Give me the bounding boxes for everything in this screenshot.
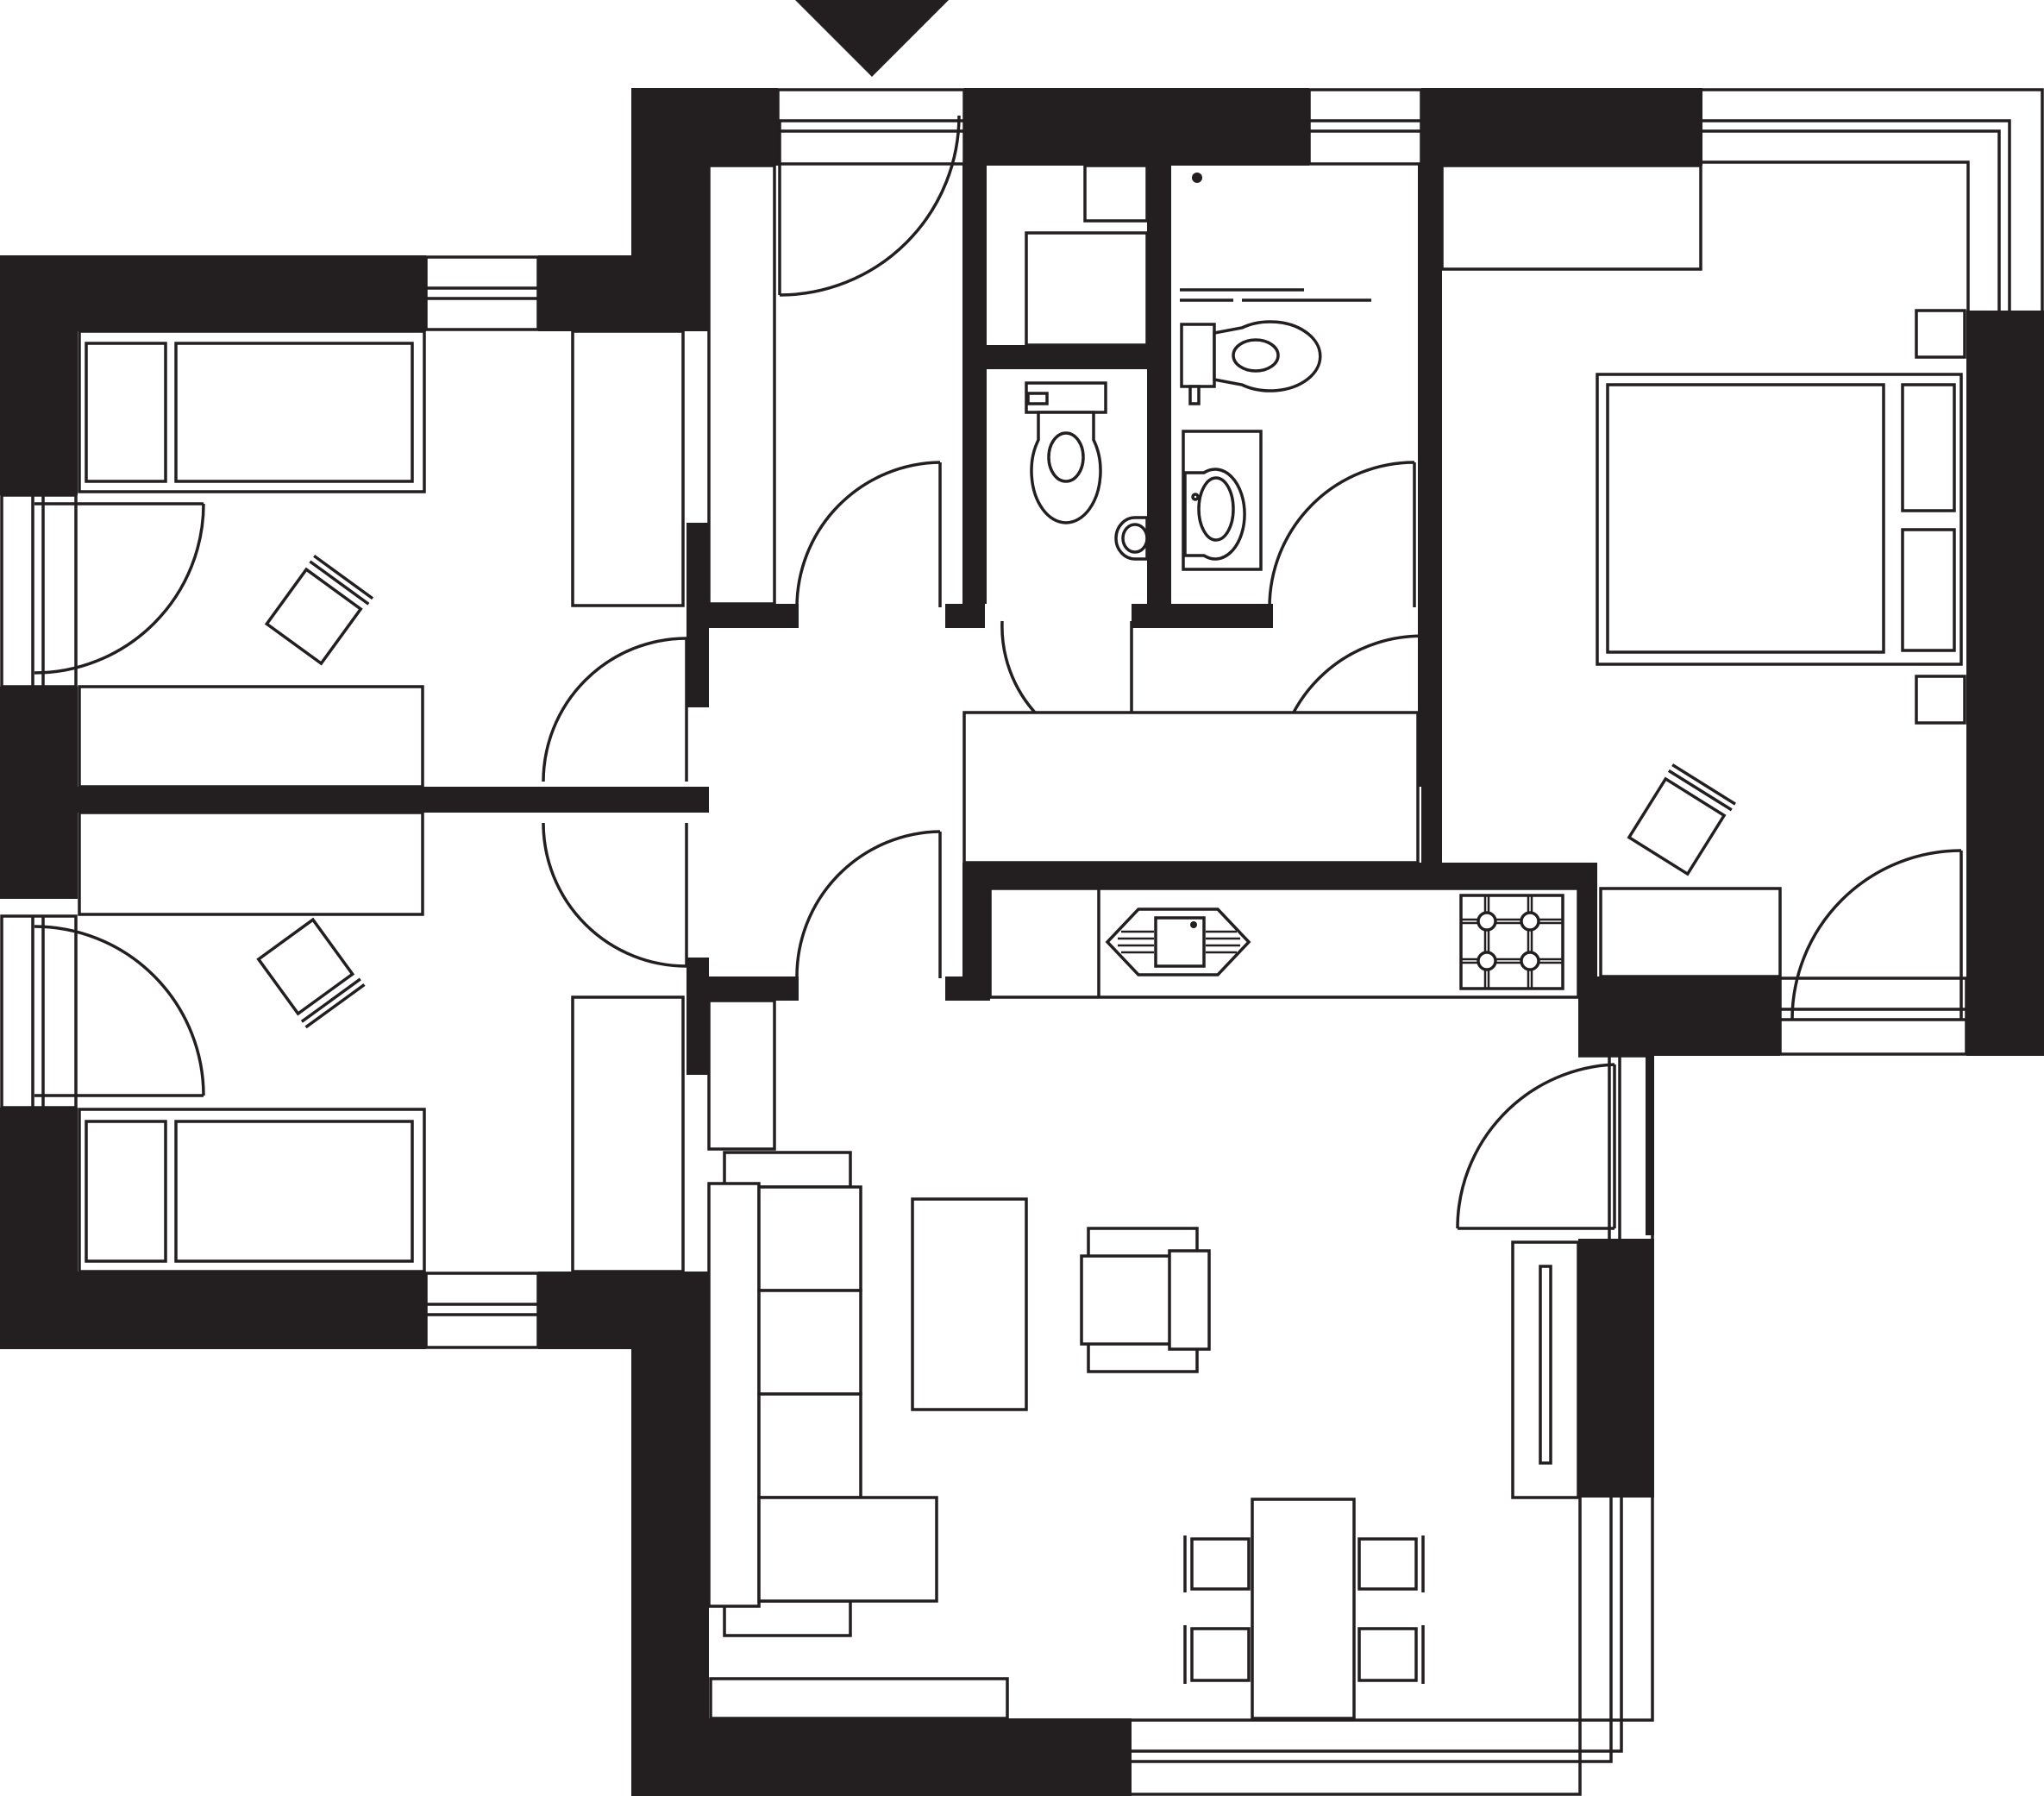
door-swing-icon — [34, 925, 205, 1097]
toilet-icon — [1025, 381, 1107, 524]
armchair-icon — [1080, 1227, 1211, 1373]
wardrobe — [571, 995, 685, 1273]
entrance-arrow-icon — [795, 0, 949, 77]
window-icon — [424, 1272, 540, 1349]
coffee-table — [911, 1197, 1028, 1411]
sink-icon — [1182, 430, 1263, 571]
dining-table-icon — [1251, 1498, 1356, 1720]
desk — [1599, 887, 1782, 978]
window-icon — [1307, 88, 1423, 166]
nightstand — [1915, 309, 1966, 359]
doors — [34, 115, 1963, 1230]
chair-icon — [1183, 1625, 1251, 1684]
storage-box — [1083, 164, 1149, 223]
window-icon — [1578, 1054, 1654, 1239]
window-icon — [424, 255, 540, 331]
window-icon — [1702, 88, 2044, 311]
window-icon — [0, 493, 78, 688]
sink-icon — [1114, 516, 1149, 561]
living-room — [707, 999, 1580, 1720]
walls — [0, 88, 2044, 1796]
sink-icon — [1105, 907, 1251, 976]
desk — [78, 685, 424, 788]
chair-icon — [256, 917, 366, 1029]
door-swing-icon — [34, 502, 205, 675]
door-swing-icon — [542, 822, 688, 968]
chair-icon — [1627, 763, 1736, 876]
kitchen — [988, 887, 1580, 999]
shower-tray — [1025, 231, 1149, 347]
single-bed-icon — [78, 1108, 426, 1273]
toilet-icon — [1180, 320, 1322, 405]
nightstand — [1915, 675, 1966, 725]
side-cabinet — [707, 999, 776, 1151]
window-icon — [1778, 976, 1968, 1056]
bath-mark — [1192, 173, 1202, 183]
upper-left-room — [78, 330, 685, 788]
entry-hall — [707, 164, 1420, 864]
single-bed-icon — [78, 330, 426, 493]
wardrobe — [707, 164, 776, 606]
desk — [78, 811, 424, 916]
chair-icon — [1183, 1535, 1251, 1592]
door-swing-icon — [1790, 849, 1963, 1020]
chair-icon — [264, 554, 374, 666]
windows — [0, 88, 2044, 1796]
window-icon — [0, 914, 78, 1109]
lower-left-room — [78, 811, 685, 1273]
door-swing-icon — [542, 637, 688, 782]
chair-icon — [1357, 1625, 1425, 1684]
door-swing-icon — [795, 461, 942, 608]
window-icon — [1132, 1498, 1654, 1796]
master-bedroom — [1440, 164, 1966, 978]
wardrobe — [571, 330, 685, 607]
dresser — [1440, 164, 1702, 271]
double-bed-icon — [1596, 373, 1963, 666]
stove-icon — [1459, 894, 1564, 990]
door-swing-icon — [795, 830, 942, 979]
window-icon — [776, 88, 966, 166]
wc-room — [964, 164, 1149, 561]
tv-unit — [1511, 1240, 1580, 1499]
sofa-icon — [707, 1151, 938, 1637]
chair-icon — [1357, 1535, 1425, 1592]
door-swing-icon — [778, 115, 961, 297]
door-swing-icon — [1268, 461, 1416, 608]
bathroom — [1180, 173, 1371, 571]
sideboard — [709, 1677, 1009, 1720]
hall-cabinet — [962, 711, 1420, 864]
door-swing-icon — [1456, 1063, 1616, 1230]
